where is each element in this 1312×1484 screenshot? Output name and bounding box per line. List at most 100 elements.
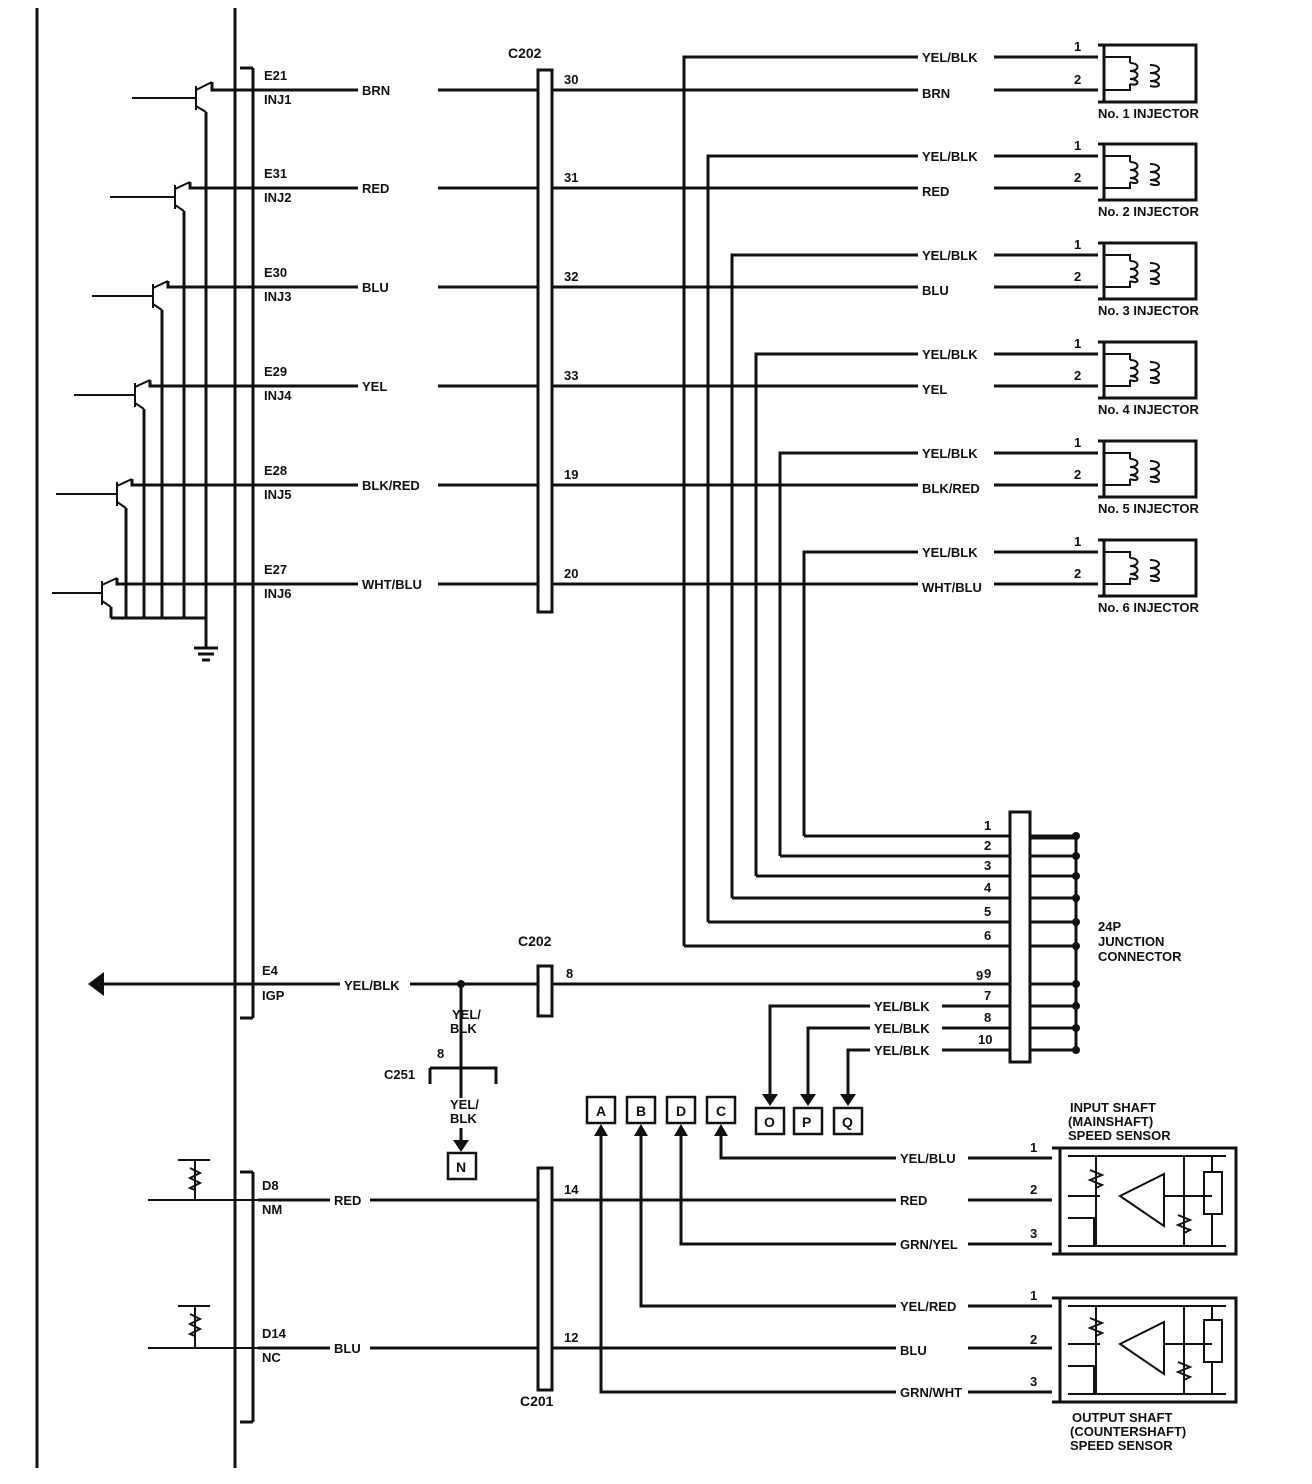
ecm-pin-code: E31 [264,166,287,181]
ground-ref-box [705,1095,737,1125]
ecm-wire-color: BLK/RED [362,478,420,493]
injector-label: No. 1 INJECTOR [1098,106,1200,121]
injector-label: No. 4 INJECTOR [1098,402,1200,417]
injector-feed-wire [682,55,1098,946]
injector-body [1098,439,1198,499]
input-sensor-pin: 3 [1030,1226,1037,1241]
input-sensor-wire-color: RED [900,1193,927,1208]
junction-dot [1072,1024,1080,1032]
junction-pin-number: 5 [984,904,991,919]
junction-label-2: JUNCTION [1098,934,1164,949]
junction-output-dest: P [802,1114,811,1130]
igp-junction-pin: 9 [976,968,983,983]
input-sensor-wire-color: YEL/BLU [900,1151,956,1166]
c202-connector: C202 [508,45,554,614]
injector-pin-2: 2 [1074,467,1081,482]
output-sensor-label-2: (COUNTERSHAFT) [1070,1424,1186,1439]
junction-output-color: YEL/BLK [874,1021,930,1036]
speed-input-resistors [148,1159,258,1349]
igp-name: IGP [262,988,285,1003]
ecm-pin-name: INJ3 [264,289,291,304]
igp-color: YEL/BLK [344,978,400,993]
output-sensor-wire-1 [639,1136,1052,1308]
output-sensor-circuit-icon [1068,1305,1226,1395]
injector-feed-color: YEL/BLK [922,149,978,164]
ground-ref-label: C [716,1103,726,1119]
junction-pin-number: 7 [984,988,991,1003]
ecm-pin-code: E29 [264,364,287,379]
ecm-pin-code: E27 [264,562,287,577]
junction-pin-number: 6 [984,928,991,943]
output-sensor-pin: 1 [1030,1288,1037,1303]
junction-pin-number: 3 [984,858,991,873]
ground-ref-box [625,1095,657,1125]
c201-connector: C201 [520,1166,554,1409]
ground-ref-label: A [596,1103,606,1119]
junction-dot [1072,894,1080,902]
c202-pin-number: 33 [564,368,578,383]
junction-output-color: YEL/BLK [874,1043,930,1058]
junction-output-wire [846,1048,1010,1094]
ecm-pin-code: E28 [264,463,287,478]
c202-label: C202 [508,45,542,61]
ecm-injector-rows: E21INJ1BRN30E31INJ2RED31E30INJ3BLU32E29I… [258,68,1098,601]
ecm-pin-name: INJ2 [264,190,291,205]
junction-output-wire [806,1026,1010,1094]
ecm-wire-color: YEL [362,379,387,394]
ecm-body [35,8,237,1468]
ecm-connector-d [240,1170,255,1424]
output-sensor-wire-color: GRN/WHT [900,1385,962,1400]
injector-pin-2: 2 [1074,170,1081,185]
igp-branch-color-1: YEL/ [452,1007,481,1022]
output-sensor-pin: 2 [1030,1332,1037,1347]
speed-pin-code: D8 [262,1178,279,1193]
junction-pin-number: 2 [984,838,991,853]
junction-pin-number: 4 [984,880,992,895]
output-sensor-pin: 3 [1030,1374,1037,1389]
injector-signal-color: BRN [922,86,950,101]
junction-label-3: CONNECTOR [1098,949,1182,964]
injector-coil-icon [1104,155,1160,189]
output-sensor-wire-color: BLU [900,1343,927,1358]
ground-ref-label: B [636,1103,646,1119]
c251-label: C251 [384,1067,415,1082]
injector-pin-1: 1 [1074,534,1081,549]
injector-coil-icon [1104,551,1160,585]
junction-dot [1072,1002,1080,1010]
junction-dot [1072,1046,1080,1054]
c201-pin-number: 12 [564,1330,578,1345]
injector-body [1098,538,1198,598]
junction-label-1: 24P [1098,919,1121,934]
junction-output-box [832,1106,864,1136]
igp-branch-color-3: YEL/ [450,1097,479,1112]
injector-signal-color: YEL [922,382,947,397]
speed-wire-color: BLU [334,1341,361,1356]
c202-pin-number: 19 [564,467,578,482]
igp-branch-dest: N [456,1159,466,1175]
ecm-wire-color: WHT/BLU [362,577,422,592]
ecm-pin-name: INJ1 [264,92,291,107]
ecm-pin-code: E21 [264,68,287,83]
injector-feed-color: YEL/BLK [922,347,978,362]
output-sensor-label-3: SPEED SENSOR [1070,1438,1173,1453]
arrow-down-icon [762,1094,778,1106]
speed-wire-color: RED [334,1193,361,1208]
input-shaft-speed-sensor: INPUT SHAFT (MAINSHAFT) SPEED SENSOR [1052,1100,1238,1256]
c202-pin-number: 30 [564,72,578,87]
c202-pin-number: 32 [564,269,578,284]
injector-feed-color: YEL/BLK [922,50,978,65]
junction-output-box [754,1106,786,1136]
arrow-up-icon [594,1124,608,1136]
input-sensor-wire-3 [679,1136,1052,1246]
junction-dot [1072,918,1080,926]
injector-pin-2: 2 [1074,566,1081,581]
c201-label: C201 [520,1393,554,1409]
ground-ref-box [665,1095,697,1125]
junction-dot [1072,872,1080,880]
igp-circuit: C202 E4 IGP YEL/BLK 8 9 YEL/ BLK 8 C251 … [88,933,1010,1181]
injector-body [1098,43,1198,104]
